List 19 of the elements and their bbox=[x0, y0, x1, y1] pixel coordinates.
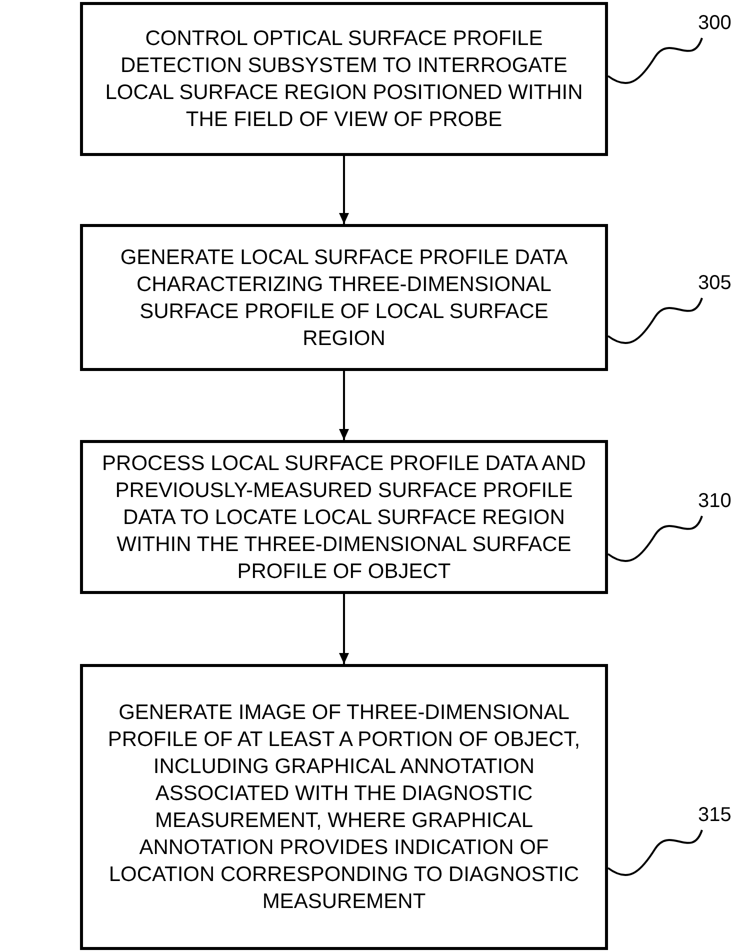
leader-line bbox=[607, 516, 703, 562]
step-text: CONTROL OPTICAL SURFACE PROFILE DETECTION SUBSYSTEM TO INTERROGATE LOCAL SURFACE REGION POSITIONED WITHIN THE FIELD OF VIEW OF PROBE bbox=[104, 26, 584, 133]
leader-line bbox=[607, 298, 703, 344]
reference-number: 300 bbox=[698, 12, 732, 34]
arrow bbox=[339, 156, 349, 224]
step-text: GENERATE IMAGE OF THREE-DIMENSIONAL PROFILE OF AT LEAST A PORTION OF OBJECT, INCLUDING GRAPHICAL ANNOTATION ASSOCIATED WITH THE DIAGNOSTIC MEASUREMENT, WHERE GRAPHICAL ANNOTATION PROVIDES INDICATION OF LOCATION CORRESPONDING TO DIAGNOSTIC MEASUREMENT bbox=[106, 700, 582, 915]
process-box bbox=[80, 440, 608, 594]
leader-line bbox=[607, 830, 703, 876]
reference-number: 310 bbox=[698, 490, 732, 512]
arrow bbox=[339, 594, 349, 664]
step-text: PROCESS LOCAL SURFACE PROFILE DATA AND PREVIOUSLY-MEASURED SURFACE PROFILE DATA TO LOCATE LOCAL SURFACE REGION WITHIN THE THREE-DIMENSIONAL SURFACE PROFILE OF OBJECT bbox=[101, 450, 587, 584]
leader-line bbox=[607, 38, 703, 84]
process-box bbox=[80, 224, 608, 371]
reference-number: 305 bbox=[698, 272, 732, 294]
process-box bbox=[80, 664, 608, 950]
arrow bbox=[339, 371, 349, 440]
step-text: GENERATE LOCAL SURFACE PROFILE DATA CHARACTERIZING THREE-DIMENSIONAL SURFACE PROFILE OF LOCAL SURFACE REGION bbox=[119, 244, 569, 352]
reference-number: 315 bbox=[698, 804, 732, 826]
process-box bbox=[80, 2, 608, 156]
